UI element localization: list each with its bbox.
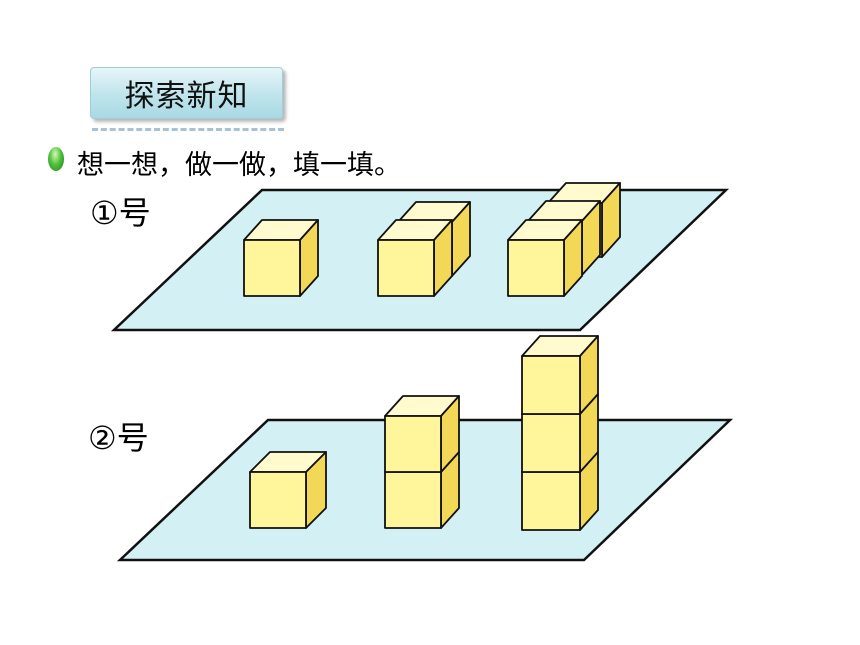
cube	[521, 335, 599, 415]
instruction-text: 想一想，做一做，填一填。	[77, 150, 401, 181]
cube	[507, 219, 583, 297]
section-title: 探索新知	[124, 79, 249, 114]
section-title-box: 探索新知	[90, 67, 283, 119]
group-label-1: ①号	[90, 194, 151, 232]
cube-group-1	[243, 182, 621, 297]
title-underline	[92, 128, 284, 131]
cube	[243, 219, 319, 297]
cube-group-2	[249, 335, 599, 531]
cube	[377, 219, 453, 297]
green-dot-icon	[48, 147, 64, 171]
cube	[249, 451, 327, 529]
group-label-2: ②号	[88, 419, 149, 457]
cube	[384, 395, 460, 473]
